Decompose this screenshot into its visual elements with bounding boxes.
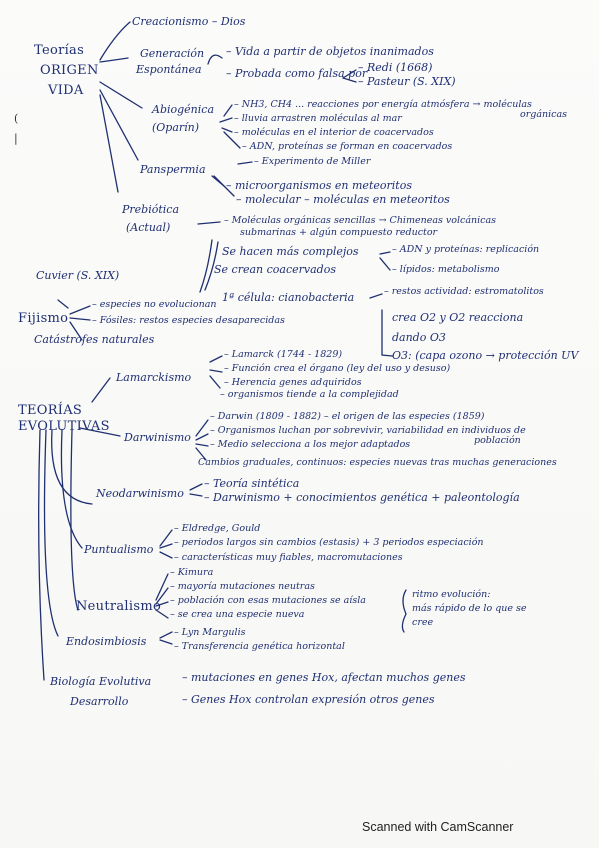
evolutivas-title-2: EVOLUTIVAS: [18, 419, 110, 434]
lamarckismo-4: – organismos tiende a la complejidad: [220, 389, 399, 400]
generacion-probada: – Probada como falsa por: [226, 67, 368, 80]
oxigeno-3: O3: (capa ozono → protección UV: [392, 349, 579, 362]
margin-mark-2: |: [14, 132, 18, 145]
darwinismo-4: Cambios graduales, continuos: especies n…: [198, 457, 557, 468]
abiogenica-label-2: (Oparín): [152, 121, 200, 134]
lamarckismo: Lamarckismo: [116, 371, 192, 384]
neutralismo-4: – se crea una especie nueva: [170, 609, 305, 620]
cuvier: Cuvier (S. XIX): [36, 269, 120, 282]
lamarckismo-2: – Función crea el órgano (ley del uso y …: [224, 363, 451, 374]
lamarckismo-3: – Herencia genes adquiridos: [224, 377, 362, 388]
creacionismo: Creacionismo – Dios: [132, 15, 246, 28]
origen-title-3: VIDA: [48, 83, 84, 98]
biologia-evolutiva-1: – mutaciones en genes Hox, afectan mucho…: [182, 671, 466, 684]
prebiotica-2: Se hacen más complejos: [222, 245, 359, 258]
prebiotica-restos: – restos actividad: estromatolitos: [384, 286, 544, 297]
darwinismo-3: – Medio selecciona a los mejor adaptados: [210, 439, 411, 450]
neutralismo: Neutralismo: [76, 599, 162, 614]
prebiotica-label-2: (Actual): [126, 221, 171, 234]
biologia-evolutiva-2: – Genes Hox controlan expresión otros ge…: [182, 693, 435, 706]
scanner-watermark: Scanned with CamScanner: [362, 820, 514, 834]
prebiotica-1: – Moléculas orgánicas sencillas → Chimen…: [224, 215, 497, 226]
biologia-evolutiva-label-2: Desarrollo: [70, 695, 129, 708]
endosimbiosis-1: – Lyn Margulis: [174, 627, 246, 638]
neutralismo-1: – Kimura: [170, 567, 214, 578]
endosimbiosis: Endosimbiosis: [66, 635, 147, 648]
fijismo-2: – Fósiles: restos especies desaparecidas: [92, 315, 285, 326]
neutralismo-2: – mayoría mutaciones neutras: [170, 581, 315, 592]
fijismo: Fijismo: [18, 311, 69, 326]
generacion-label-2: Espontánea: [136, 63, 202, 76]
prebiotica-label-1: Prebiótica: [122, 203, 180, 216]
prebiotica-lipidos: – lípidos: metabolismo: [392, 264, 500, 275]
puntualismo-1: – Eldredge, Gould: [174, 523, 261, 534]
darwinismo-2b: población: [474, 435, 521, 446]
panspermia-2: – molecular – moléculas en meteoritos: [236, 193, 450, 206]
puntualismo-3: – características muy fiables, macromuta…: [174, 552, 403, 563]
prebiotica-4: 1ª célula: cianobacteria: [222, 291, 355, 304]
neodarwinismo-2: – Darwinismo + conocimientos genética + …: [204, 491, 520, 504]
neutralismo-note-2: más rápido de lo que se: [412, 603, 527, 614]
puntualismo: Puntualismo: [84, 543, 154, 556]
darwinismo: Darwinismo: [124, 431, 191, 444]
lamarckismo-1: – Lamarck (1744 - 1829): [224, 349, 343, 360]
evolutivas-title-1: TEORÍAS: [18, 403, 83, 418]
oxigeno-2: dando O3: [392, 331, 446, 344]
fijismo-3: Catástrofes naturales: [34, 333, 155, 346]
darwinismo-1: – Darwin (1809 - 1882) – el origen de la…: [210, 411, 485, 422]
neutralismo-3: – población con esas mutaciones se aísla: [170, 595, 366, 606]
abiogenica-1: – NH3, CH4 ... reacciones por energía at…: [234, 99, 532, 110]
panspermia-1: – microorganismos en meteoritos: [226, 179, 412, 192]
pasteur: – Pasteur (S. XIX): [358, 75, 456, 88]
panspermia: Panspermia: [140, 163, 206, 176]
biologia-evolutiva-label-1: Biología Evolutiva: [50, 675, 152, 688]
abiogenica-2: – lluvia arrastren moléculas al mar: [234, 113, 402, 124]
origen-title-2: ORIGEN: [40, 63, 99, 78]
oxigeno-1: crea O2 y O2 reacciona: [392, 311, 524, 324]
neutralismo-note-3: cree: [412, 617, 434, 628]
neodarwinismo-1: – Teoría sintética: [204, 477, 300, 490]
prebiotica-3: Se crean coacervados: [214, 263, 336, 276]
abiogenica-3: – moléculas en el interior de coacervado…: [234, 127, 434, 138]
abiogenica-1b: orgánicas: [520, 109, 568, 120]
prebiotica-adn: – ADN y proteínas: replicación: [392, 244, 540, 255]
redi: – Redi (1668): [358, 61, 433, 74]
margin-mark-1: (: [14, 112, 19, 125]
endosimbiosis-2: – Transferencia genética horizontal: [174, 641, 345, 652]
generacion-vida: – Vida a partir de objetos inanimados: [226, 45, 434, 58]
prebiotica-1b: submarinas + algún compuesto reductor: [240, 227, 438, 238]
darwinismo-2: – Organismos luchan por sobrevivir, vari…: [210, 425, 526, 436]
abiogenica-label-1: Abiogénica: [152, 103, 214, 116]
neodarwinismo: Neodarwinismo: [96, 487, 184, 500]
puntualismo-2: – periodos largos sin cambios (estasis) …: [174, 537, 484, 548]
abiogenica-4: – ADN, proteínas se forman en coacervado…: [242, 141, 453, 152]
neutralismo-note-1: ritmo evolución:: [412, 589, 491, 600]
miller: – Experimento de Miller: [254, 156, 371, 167]
fijismo-1: – especies no evolucionan: [92, 299, 217, 310]
generacion-label-1: Generación: [140, 47, 205, 60]
origen-title-1: Teorías: [34, 43, 85, 58]
